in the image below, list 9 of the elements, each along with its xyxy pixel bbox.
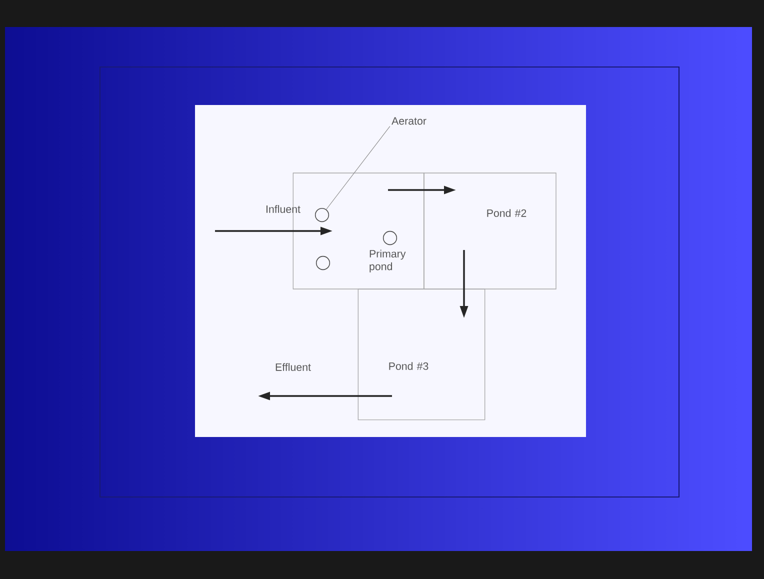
aerator-circle (314, 208, 330, 222)
pond-box: Pond #3 (358, 288, 486, 420)
edge-label: Effluent (276, 363, 311, 371)
edge-label: Influent (266, 205, 300, 213)
leader-line (326, 126, 390, 210)
pond-box: Pond #2 (424, 172, 556, 290)
aerator-circle (382, 230, 398, 246)
aerator-circle (316, 256, 330, 270)
callout-text: Aerator (392, 117, 426, 125)
